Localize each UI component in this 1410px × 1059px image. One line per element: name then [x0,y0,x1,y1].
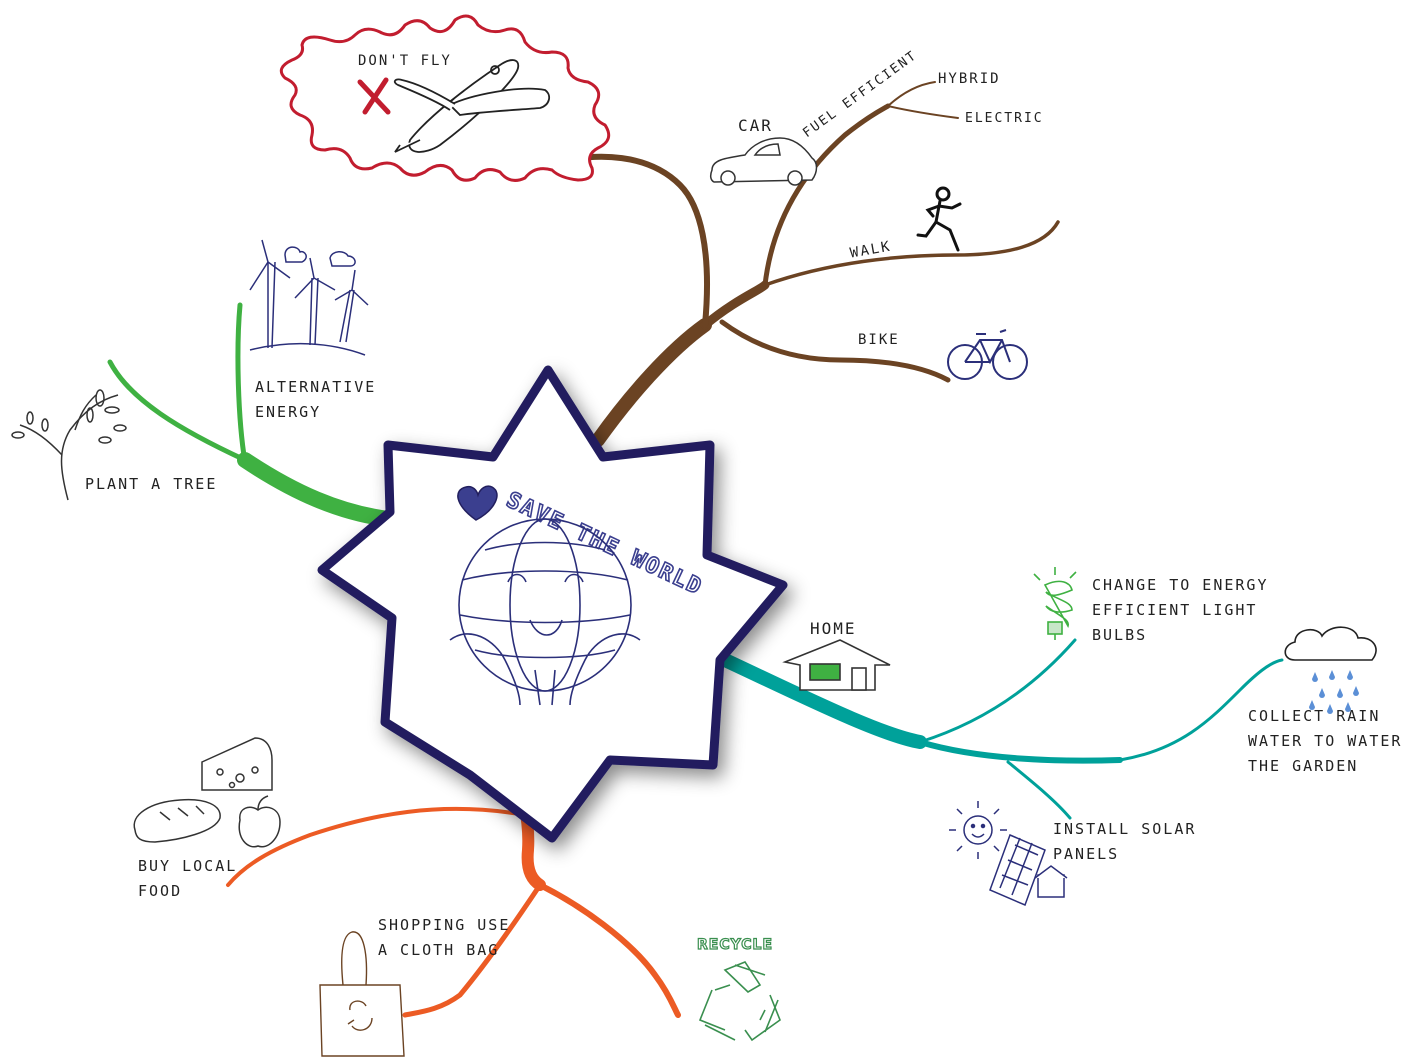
branch-travel [542,81,1060,447]
branch-alternative-energy [235,302,248,465]
heart-icon [457,485,498,521]
branch-plant-tree [107,359,248,463]
branch-bike [719,319,951,383]
bicycle-icon [947,329,1028,380]
solar-panel-icon [989,833,1068,907]
branch-travel-trunk [591,318,712,447]
branch-recycle [537,882,681,1018]
branch-home-trunk [718,653,927,749]
globe-icon [458,518,632,692]
branch-cloth-bag [402,882,543,1018]
branch-rain [1118,658,1284,762]
food-icon [133,737,281,848]
hands-icon [449,633,641,706]
light-bulb-icon [1033,567,1077,640]
branch-home [718,638,1284,820]
home-label: HOME [810,619,857,638]
electric-label: ELECTRIC [965,111,1044,126]
rain-cloud-icon [1284,626,1377,714]
center-star [317,365,788,843]
car-label: CAR [738,116,773,135]
branch-bulbs [918,638,1077,744]
house-icon [782,639,891,691]
branch-energy-trunk [237,452,406,528]
hybrid-label: HYBRID [938,71,1001,87]
dont-fly-label: DON'T FLY [358,53,452,69]
recycle-label: RECYCLE [697,937,773,953]
x-mark-icon [357,77,391,115]
dont-fly-node[interactable]: DON'T FLY [279,14,611,182]
branch-local-food [226,806,527,887]
plant-tree-label: PLANT A TREE [85,475,218,493]
airplane-icon [393,59,551,153]
cloth-bag-icon [319,931,405,1057]
recycle-icon: RECYCLE [696,936,781,1042]
branch-dont-fly [542,153,710,328]
car-icon [709,137,818,186]
branch-walk [763,220,1060,287]
wind-turbines-icon [249,239,369,356]
tree-icon [11,389,127,501]
bike-label: BIKE [858,332,900,348]
running-person-icon [916,186,962,252]
branch-fuel-efficient [762,103,891,288]
branch-solar [1006,760,1072,820]
branch-shopping [226,752,681,1018]
center-node[interactable]: SAVE THE WORLD [317,365,788,843]
sun-icon [949,801,1007,859]
